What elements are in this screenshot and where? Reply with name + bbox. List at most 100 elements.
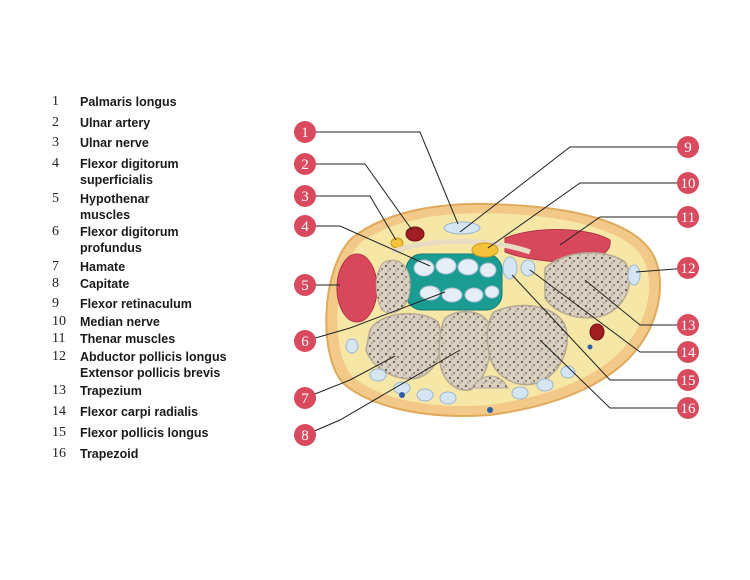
leader-line-6	[304, 291, 446, 342]
legend-label-line: Flexor retinaculum	[80, 297, 192, 311]
palmaris-longus-tendon	[443, 221, 481, 235]
legend-number: 4	[52, 156, 59, 171]
legend-label-line: superficialis	[80, 173, 153, 187]
marker-circle	[294, 185, 316, 207]
marker-circle	[677, 136, 699, 158]
marker-13: 13	[677, 314, 699, 336]
median-nerve	[471, 242, 499, 258]
marker-circle	[294, 424, 316, 446]
legend-label-line: Flexor carpi radialis	[80, 405, 199, 419]
flexor-tendons	[413, 257, 500, 303]
legend-number: 9	[52, 296, 59, 311]
marker-circle	[677, 341, 699, 363]
marker-number: 5	[301, 278, 309, 294]
marker-16: 16	[677, 397, 699, 419]
leader-line-10	[487, 182, 688, 249]
legend-label-line: Trapezoid	[80, 447, 139, 461]
legend-item-8: 8 Capitate	[52, 276, 129, 292]
legend-number: 8	[52, 276, 59, 291]
marker-11: 11	[677, 206, 699, 228]
leader-line-13	[584, 279, 688, 326]
legend-label-line: Capitate	[80, 277, 130, 291]
marker-number: 12	[681, 261, 696, 277]
legend-label: Ulnar artery	[80, 115, 150, 131]
marker-number: 10	[681, 176, 696, 192]
leader-line-3	[305, 195, 397, 241]
legend-label-line: Flexor pollicis longus	[80, 426, 209, 440]
marker-circle	[677, 257, 699, 279]
trapezium-bone	[544, 252, 631, 319]
legend-label-line: profundus	[80, 241, 142, 255]
legend-number: 7	[52, 259, 59, 274]
small-carpal-fragment	[471, 375, 509, 389]
marker-number: 11	[681, 210, 695, 226]
legend-label: Flexor pollicis longus	[80, 425, 209, 441]
legend-label: Capitate	[80, 276, 129, 292]
abductor-pollicis-longus-tendon	[627, 264, 641, 286]
marker-number: 2	[301, 157, 309, 173]
leader-line-8	[304, 349, 461, 436]
legend-label: Hamate	[80, 259, 125, 275]
marker-circle	[677, 314, 699, 336]
legend-number: 16	[52, 446, 66, 461]
marker-circle	[294, 215, 316, 237]
legend-item-7: 7 Hamate	[52, 259, 125, 275]
leader-line-14	[529, 269, 688, 353]
marker-number: 1	[301, 125, 309, 141]
leader-line-16	[539, 339, 688, 409]
legend-label-line: Hypothenar	[80, 192, 150, 206]
legend-number: 13	[52, 383, 66, 398]
leader-line-15	[511, 274, 688, 381]
marker-3: 3	[294, 185, 316, 207]
legend-item-10: 10 Median nerve	[52, 314, 160, 330]
marker-number: 16	[681, 401, 697, 417]
legend-label-line: Abductor pollicis longus	[80, 350, 227, 364]
legend-label: Trapezium	[80, 383, 142, 399]
marker-12: 12	[677, 257, 699, 279]
marker-number: 4	[301, 219, 309, 235]
marker-circle	[677, 172, 699, 194]
legend-number: 10	[52, 314, 66, 329]
legend-label: Flexor retinaculum	[80, 296, 192, 312]
legend-item-15: 15 Flexor pollicis longus	[52, 425, 209, 441]
legend-label-line: Median nerve	[80, 315, 160, 329]
marker-number: 3	[301, 189, 309, 205]
legend-label-line: Flexor digitorum	[80, 225, 179, 239]
legend-label-line: Ulnar nerve	[80, 136, 149, 150]
marker-circle	[294, 387, 316, 409]
legend-label: Flexor carpi radialis	[80, 404, 198, 420]
marker-number: 6	[301, 334, 309, 350]
marker-number: 14	[681, 345, 697, 361]
flexor-pollicis-longus-tendon	[502, 256, 518, 280]
marker-14: 14	[677, 341, 699, 363]
hypothenar-muscles	[336, 253, 378, 323]
marker-15: 15	[677, 369, 699, 391]
legend-number: 11	[52, 331, 66, 346]
marker-circle	[294, 274, 316, 296]
legend-label: Thenar muscles	[80, 331, 175, 347]
marker-number: 8	[301, 428, 309, 444]
radial-artery	[589, 323, 605, 341]
marker-5: 5	[294, 274, 316, 296]
leader-line-1	[305, 131, 459, 225]
leader-line-9	[459, 146, 688, 233]
legend-label-line: Hamate	[80, 260, 126, 274]
legend-number: 15	[52, 425, 66, 440]
legend-label-line: Thenar muscles	[80, 332, 176, 346]
legend-label-line: Palmaris longus	[80, 95, 177, 109]
marker-circle	[677, 397, 699, 419]
legend-label: Palmaris longus	[80, 94, 177, 110]
marker-number: 9	[684, 140, 692, 156]
